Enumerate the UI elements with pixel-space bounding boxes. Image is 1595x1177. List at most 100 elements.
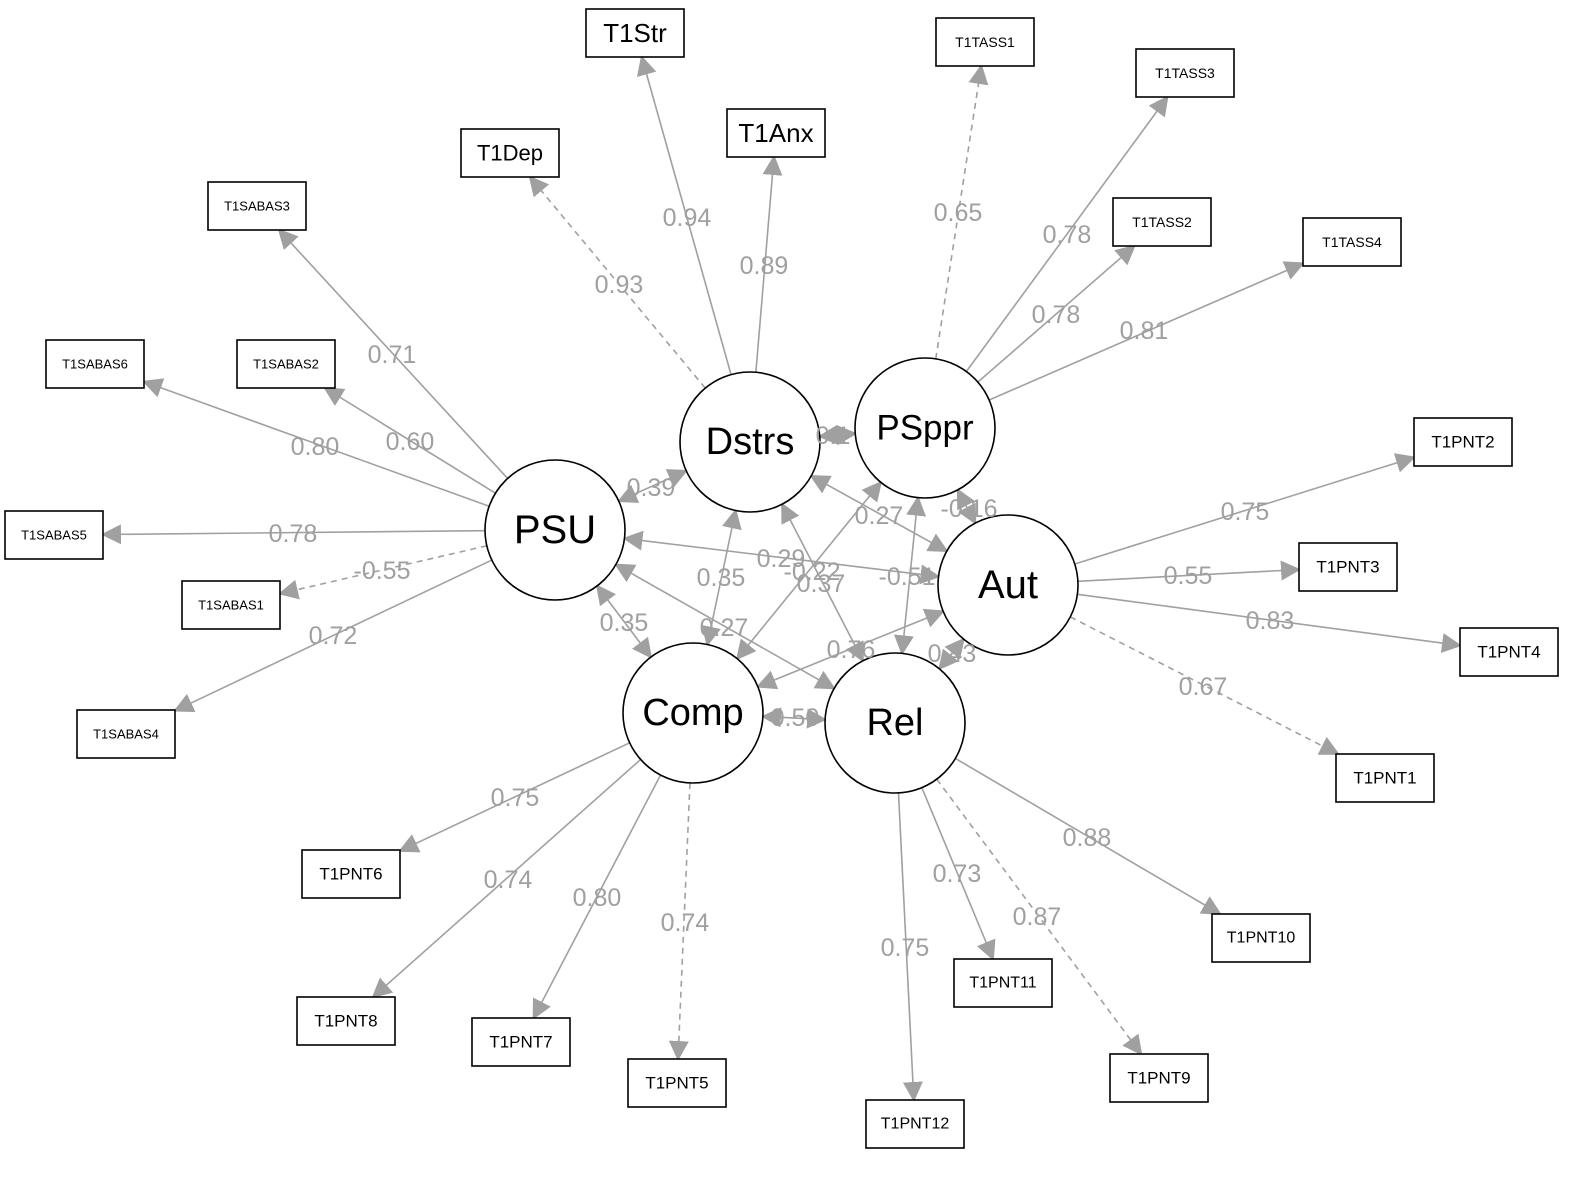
indicator-box-T1PNT10	[1211, 913, 1311, 963]
loading-label-T1PNT4: 0.83	[1246, 607, 1295, 635]
indicator-box-T1TASS2	[1112, 197, 1212, 247]
loading-path-Dstrs-T1Dep	[528, 175, 706, 389]
loading-label-T1TASS3: 0.78	[1043, 221, 1092, 249]
loading-path-Aut-T1PNT3	[1077, 560, 1301, 583]
indicator-label-T1PNT1: T1PNT1	[1353, 769, 1416, 788]
covariance-path-Comp-Aut	[755, 608, 946, 690]
latent-node-Rel: Rel	[824, 652, 966, 794]
loading-path-PSppr-T1TASS3	[965, 95, 1169, 372]
loading-path-Dstrs-T1Anx	[755, 155, 783, 373]
latent-circle-Rel	[824, 652, 966, 794]
indicator-box-T1Str	[585, 8, 685, 58]
indicator-node-T1SABAS1: T1SABAS1	[181, 580, 281, 630]
indicator-node-T1Anx: T1Anx	[726, 108, 826, 158]
loading-label-T1PNT11: 0.73	[933, 860, 982, 888]
indicator-label-T1PNT5: T1PNT5	[645, 1074, 708, 1093]
latent-circle-PSppr	[854, 357, 996, 499]
indicator-label-T1SABAS5: T1SABAS5	[21, 528, 87, 543]
indicator-box-T1PNT3	[1298, 542, 1398, 592]
covariance-path-Comp-Rel	[760, 707, 828, 729]
loading-path-Comp-T1PNT6	[398, 742, 631, 853]
indicator-label-T1PNT4: T1PNT4	[1477, 643, 1540, 662]
latent-node-PSppr: PSppr	[854, 357, 996, 499]
indicator-label-T1SABAS3: T1SABAS3	[224, 199, 290, 214]
covariance-label-Dstrs-Rel: -0.22	[784, 558, 841, 586]
indicator-node-T1PNT2: T1PNT2	[1413, 417, 1513, 467]
latent-circle-PSU	[484, 459, 626, 601]
latent-node-Comp: Comp	[622, 642, 764, 784]
loading-label-T1PNT9: 0.87	[1013, 903, 1062, 931]
covariance-label-PSU-Dstrs: 0.39	[627, 474, 676, 502]
covariance-label-PSU-Comp: 0.35	[600, 609, 649, 637]
indicator-node-T1PNT6: T1PNT6	[301, 849, 401, 899]
paths-layer	[101, 55, 1462, 1102]
indicator-node-T1PNT12: T1PNT12	[865, 1099, 965, 1149]
loading-path-PSU-T1SABAS1	[278, 545, 487, 600]
covariance-label-PSppr-Aut: 0.37	[797, 570, 846, 598]
indicator-label-T1TASS3: T1TASS3	[1155, 65, 1215, 81]
indicator-node-T1TASS3: T1TASS3	[1135, 48, 1235, 98]
indicator-label-T1PNT9: T1PNT9	[1127, 1069, 1190, 1088]
indicator-node-T1PNT7: T1PNT7	[471, 1017, 571, 1067]
loading-label-T1PNT2: 0.75	[1221, 498, 1270, 526]
covariance-label-Dstrs-Aut: -0.16	[941, 495, 998, 523]
loading-path-PSU-T1SABAS2	[323, 386, 496, 494]
covariance-label-Dstrs-Comp: 0.35	[697, 564, 746, 592]
loading-label-T1TASS2: 0.78	[1032, 301, 1081, 329]
indicator-node-T1PNT3: T1PNT3	[1298, 542, 1398, 592]
loading-path-Comp-T1PNT7	[532, 774, 662, 1020]
loading-path-Comp-T1PNT5	[668, 782, 691, 1061]
indicator-box-T1SABAS2	[236, 339, 336, 389]
indicator-label-T1TASS1: T1TASS1	[955, 34, 1015, 50]
indicator-label-T1PNT11: T1PNT11	[969, 975, 1036, 992]
latent-node-Dstrs: Dstrs	[679, 371, 821, 513]
latent-label-Comp: Comp	[642, 692, 743, 734]
loading-label-T1Dep: 0.93	[595, 271, 644, 299]
indicator-node-T1SABAS6: T1SABAS6	[45, 339, 145, 389]
loading-path-PSppr-T1TASS4	[988, 261, 1305, 401]
indicator-box-T1PNT1	[1335, 753, 1435, 803]
indicator-label-T1PNT8: T1PNT8	[314, 1012, 377, 1031]
indicator-box-T1PNT11	[953, 958, 1053, 1008]
indicator-node-T1PNT4: T1PNT4	[1459, 627, 1559, 677]
loading-label-T1PNT6: 0.75	[491, 784, 540, 812]
indicator-label-T1SABAS6: T1SABAS6	[62, 357, 128, 372]
covariance-label-Comp-Aut: 0.76	[827, 636, 876, 664]
loading-label-T1PNT5: 0.74	[661, 909, 710, 937]
latent-label-PSppr: PSppr	[876, 409, 974, 448]
loading-label-T1TASS1: 0.65	[934, 199, 983, 227]
covariance-path-Aut-Rel	[938, 637, 965, 671]
indicator-box-T1PNT6	[301, 849, 401, 899]
indicator-box-T1PNT8	[296, 996, 396, 1046]
latent-label-Rel: Rel	[866, 702, 923, 744]
covariance-path-Dstrs-PSppr	[817, 425, 858, 445]
loading-path-Aut-T1PNT2	[1074, 453, 1416, 565]
indicator-label-T1SABAS4: T1SABAS4	[93, 727, 159, 742]
indicator-box-T1PNT4	[1459, 627, 1559, 677]
indicator-node-T1SABAS4: T1SABAS4	[76, 709, 176, 759]
indicator-label-T1Dep: T1Dep	[477, 141, 543, 166]
loading-label-T1PNT3: 0.55	[1164, 562, 1213, 590]
indicator-box-T1Dep	[460, 128, 560, 178]
indicator-label-T1SABAS1: T1SABAS1	[198, 598, 264, 613]
indicator-label-T1PNT7: T1PNT7	[489, 1033, 552, 1052]
indicator-box-T1SABAS3	[207, 181, 307, 231]
indicator-node-T1TASS1: T1TASS1	[935, 17, 1035, 67]
loading-path-PSU-T1SABAS6	[142, 378, 490, 507]
indicator-label-T1TASS4: T1TASS4	[1322, 234, 1382, 250]
loading-path-PSU-T1SABAS4	[173, 559, 493, 713]
indicator-label-T1SABAS2: T1SABAS2	[253, 357, 319, 372]
indicator-box-T1PNT5	[627, 1058, 727, 1108]
indicator-label-T1PNT2: T1PNT2	[1431, 433, 1494, 452]
loading-path-Rel-T1PNT9	[936, 778, 1143, 1056]
indicator-box-T1SABAS5	[4, 510, 104, 560]
covariance-label-PSU-Rel: 0.27	[700, 614, 749, 642]
latent-circle-Aut	[937, 514, 1079, 656]
latent-node-Aut: Aut	[937, 514, 1079, 656]
indicator-node-T1TASS4: T1TASS4	[1302, 217, 1402, 267]
loading-path-Aut-T1PNT4	[1077, 593, 1462, 653]
indicator-label-T1PNT12: T1PNT12	[881, 1116, 950, 1133]
covariance-label-PSppr-Rel: -0.51	[879, 563, 936, 591]
